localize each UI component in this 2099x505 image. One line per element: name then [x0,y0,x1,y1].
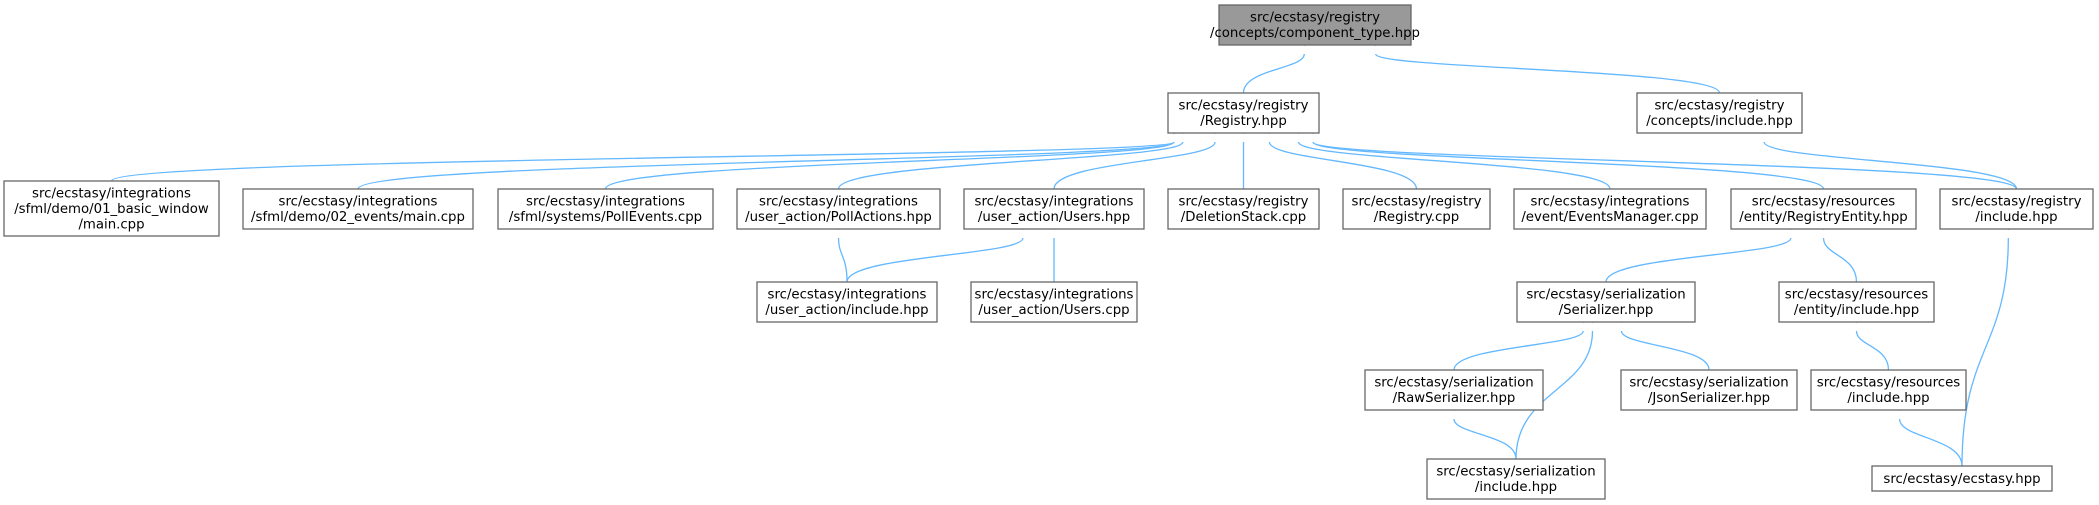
node-label-line: src/ecstasy/integrations [526,195,685,210]
node-label-line: /user_action/PollActions.hpp [745,210,932,225]
node-users-cpp[interactable]: src/ecstasy/integrations/user_action/Use… [970,281,1138,323]
edge-ecstasy_hpp-to-registry_include [1961,218,2014,467]
node-component-type[interactable]: src/ecstasy/registry/concepts/component_… [1210,4,1420,46]
node-label-line: src/ecstasy/registry [1352,195,1482,210]
node-label-line: /main.cpp [78,217,144,232]
nodes: src/ecstasy/registry/concepts/component_… [3,4,2094,500]
node-label-line: /user_action/Users.hpp [978,210,1130,225]
node-label-line: src/ecstasy/registry [1179,195,1309,210]
edge-poll_actions-to-registry_hpp [837,122,1188,190]
node-label-line: src/ecstasy/integrations [975,288,1134,303]
node-label-line: /include.hpp [1975,210,2057,225]
node-label-line: src/ecstasy/registry [1952,195,2082,210]
node-label-line: /sfml/demo/01_basic_window [14,202,209,217]
node-label-line: /entity/include.hpp [1794,303,1919,318]
edge-concepts_include-to-component_type [1370,34,1721,94]
node-events-manager[interactable]: src/ecstasy/integrations/event/EventsMan… [1513,188,1707,230]
node-label-line: /include.hpp [1475,480,1557,495]
node-label-line: /include.hpp [1847,391,1929,406]
node-label-line: /sfml/demo/02_events/main.cpp [251,210,465,225]
node-label-line: src/ecstasy/registry [1179,99,1309,114]
node-json-serializer[interactable]: src/ecstasy/serialization/JsonSerializer… [1620,369,1798,411]
node-label-line: src/ecstasy/serialization [1436,465,1595,480]
node-registry-cpp[interactable]: src/ecstasy/registry/Registry.cpp [1342,188,1491,230]
node-label-line: src/ecstasy/integrations [32,186,191,201]
edge-basic_window-to-registry_hpp [110,122,1179,182]
node-deletion-stack[interactable]: src/ecstasy/registry/DeletionStack.cpp [1167,188,1320,230]
node-label-line: /concepts/component_type.hpp [1210,26,1420,41]
node-label-line: src/ecstasy/integrations [768,288,927,303]
node-label-line: /concepts/include.hpp [1646,114,1793,129]
node-concepts-include[interactable]: src/ecstasy/registry/concepts/include.hp… [1636,92,1803,134]
node-label-line: src/ecstasy/registry [1250,11,1380,26]
node-label-line: /Registry.cpp [1374,210,1459,225]
node-label-line: /RawSerializer.hpp [1393,391,1516,406]
node-serialization-include[interactable]: src/ecstasy/serialization/include.hpp [1426,458,1606,500]
node-label-line: src/ecstasy/resources [1752,195,1895,210]
node-basic-window[interactable]: src/ecstasy/integrations/sfml/demo/01_ba… [3,180,220,237]
node-label-line: src/ecstasy/integrations [975,195,1134,210]
node-label-line: /user_action/include.hpp [765,303,928,318]
node-label-line: src/ecstasy/integrations [1531,195,1690,210]
node-raw-serializer[interactable]: src/ecstasy/serialization/RawSerializer.… [1364,369,1544,411]
node-label-line: src/ecstasy/ecstasy.hpp [1883,472,2040,487]
node-label-line: /Serializer.hpp [1559,303,1654,318]
edge-events_manager-to-registry_hpp [1293,122,1611,190]
node-label-line: src/ecstasy/resources [1817,376,1960,391]
node-ecstasy-hpp[interactable]: src/ecstasy/ecstasy.hpp [1871,465,2053,492]
node-label-line: src/ecstasy/serialization [1526,288,1685,303]
node-serializer[interactable]: src/ecstasy/serialization/Serializer.hpp [1516,281,1696,323]
node-label-line: src/ecstasy/integrations [759,195,918,210]
node-label-line: /event/EventsManager.cpp [1521,210,1698,225]
node-user-action-include[interactable]: src/ecstasy/integrations/user_action/inc… [756,281,938,323]
node-label-line: /entity/RegistryEntity.hpp [1739,210,1907,225]
node-entity-include[interactable]: src/ecstasy/resources/entity/include.hpp [1778,281,1935,323]
node-registry-include[interactable]: src/ecstasy/registry/include.hpp [1939,188,2094,230]
node-label-line: /sfml/systems/PollEvents.cpp [509,210,702,225]
node-registry-entity[interactable]: src/ecstasy/resources/entity/RegistryEnt… [1730,188,1917,230]
node-label-line: src/ecstasy/serialization [1629,376,1788,391]
node-label-line: src/ecstasy/resources [1785,288,1928,303]
node-label-line: src/ecstasy/integrations [279,195,438,210]
node-label-line: src/ecstasy/serialization [1374,376,1533,391]
node-registry-hpp[interactable]: src/ecstasy/registry/Registry.hpp [1167,92,1320,134]
node-label-line: /user_action/Users.cpp [978,303,1129,318]
node-label-line: /JsonSerializer.hpp [1648,391,1770,406]
node-poll-events[interactable]: src/ecstasy/integrations/sfml/systems/Po… [497,188,714,230]
node-events-main[interactable]: src/ecstasy/integrations/sfml/demo/02_ev… [242,188,474,230]
node-label-line: src/ecstasy/registry [1655,99,1785,114]
node-resources-include[interactable]: src/ecstasy/resources/include.hpp [1810,369,1967,411]
node-label-line: /DeletionStack.cpp [1181,210,1306,225]
node-poll-actions[interactable]: src/ecstasy/integrations/user_action/Pol… [736,188,941,230]
node-users-hpp[interactable]: src/ecstasy/integrations/user_action/Use… [963,188,1145,230]
node-label-line: /Registry.hpp [1200,114,1287,129]
